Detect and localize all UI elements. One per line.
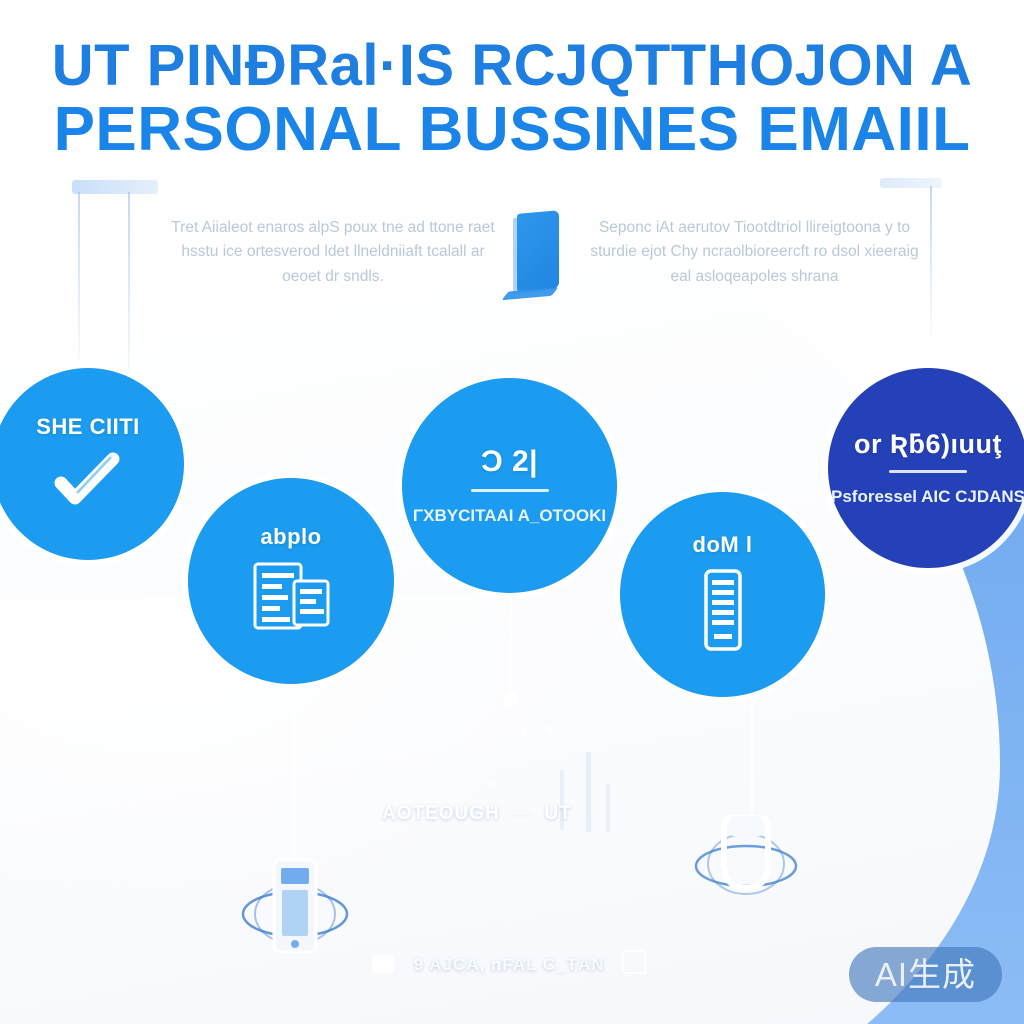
bottom-caption-lower-text: 9 AJCA, nFAL C_ŦAN — [414, 955, 605, 974]
bottom-caption-glyph — [372, 955, 394, 973]
ghost-skyline-c — [606, 784, 610, 832]
node-2-title: abplo — [260, 524, 321, 549]
node-circle-4[interactable]: doM l — [620, 492, 825, 697]
headline-line-1: UT PINÐRal·IS RCJQTTHOJON A — [0, 38, 1024, 94]
node-circle-5[interactable]: or Ʀƃ6)ıuuţ Psforessel AIC CJDANS — [828, 368, 1024, 568]
node-circle-2[interactable]: abplo — [188, 478, 394, 684]
headline-line-2: PERSONAL BUSSINES EMAIIL — [0, 100, 1024, 160]
node-circle-1[interactable]: SHE CIITI — [0, 368, 184, 560]
ghost-bar-right — [880, 178, 942, 188]
node-4-title: doM l — [693, 532, 753, 557]
card-3d-icon — [517, 210, 559, 292]
bottom-caption-main: AOTEOUGH — UT — [382, 803, 572, 825]
phone-orbit-icon — [236, 856, 354, 961]
node-3-title: Ɔ 2| — [481, 445, 538, 480]
mail-orbit-icon — [690, 810, 802, 907]
speck-b — [520, 728, 527, 735]
node-3-divider — [471, 489, 549, 492]
bottom-caption-main-text: AOTEOUGH — [382, 803, 500, 824]
headline: UT PINÐRal·IS RCJQTTHOJON A PERSONAL BU… — [0, 38, 1024, 159]
ghost-line-left-a — [78, 192, 80, 360]
ai-watermark: AI生成 — [849, 947, 1002, 1002]
ghost-line-left-b — [128, 192, 130, 382]
check-pen-icon — [51, 449, 125, 514]
ghost-bar-left — [72, 180, 158, 194]
stem-node-4 — [750, 696, 753, 816]
node-5-subtitle: Psforessel AIC CJDANS — [831, 487, 1024, 507]
stem-node-2 — [293, 684, 296, 880]
document-list-icon — [250, 559, 332, 638]
speck-d — [489, 780, 497, 788]
ghost-skyline-b — [586, 752, 591, 832]
node-circle-3[interactable]: Ɔ 2| ΓXBYCITAAI A_OTOOKI — [402, 378, 617, 593]
mobile-phone-icon — [696, 568, 750, 657]
node-5-divider — [889, 470, 967, 473]
speck-c — [546, 724, 555, 733]
stem-node-3 — [509, 592, 512, 702]
node-1-title: SHE CIITI — [36, 414, 140, 439]
bottom-caption-main-tail: UT — [544, 803, 571, 824]
bottom-caption-lower: 9 AJCA, nFAL C_ŦAN — [372, 950, 646, 975]
node-3-subtitle: ΓXBYCITAAI A_OTOOKI — [413, 506, 606, 526]
ghost-line-right — [930, 186, 932, 336]
bottom-caption-glyph-2 — [622, 950, 646, 974]
node-5-title: or Ʀƃ6)ıuuţ — [854, 429, 1002, 460]
speck-a — [504, 692, 518, 706]
subtitle-right: Seponc iAt aerutov Tiootdtriol llireigto… — [582, 216, 927, 289]
subtitle-left: Tret Aiialeot enaros alpS pouх tne ad tt… — [168, 216, 498, 289]
bottom-caption-spacer: — — [512, 803, 532, 824]
